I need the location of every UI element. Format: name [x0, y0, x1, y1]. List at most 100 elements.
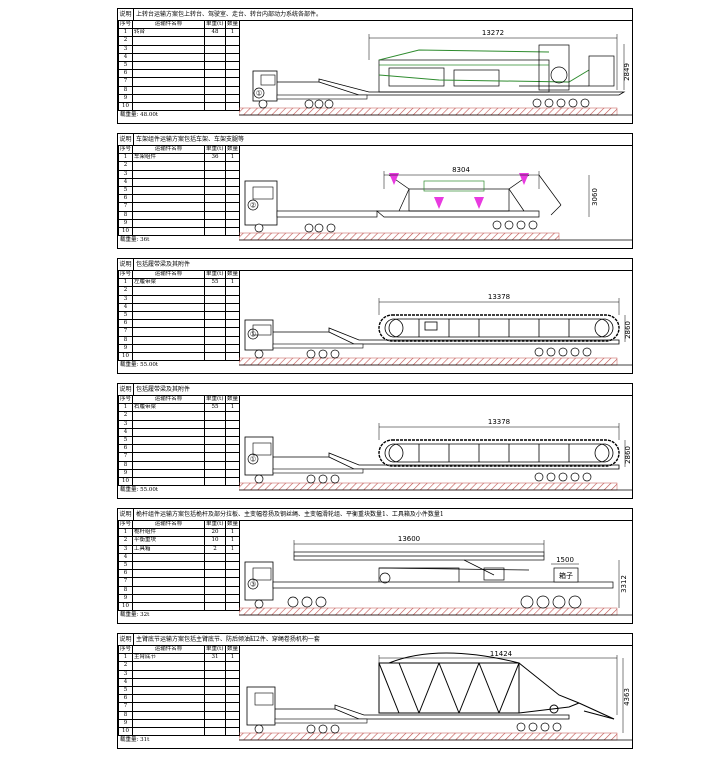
- wheels: [254, 347, 592, 359]
- toolbox-label: 箱子: [559, 571, 573, 580]
- dimension-lines: [368, 34, 625, 90]
- table-row: 5: [118, 60, 240, 71]
- table-row: 3: [118, 294, 240, 304]
- table-row: 5: [118, 310, 240, 321]
- table-row: 9: [118, 468, 240, 478]
- height-dimension: 3060: [591, 188, 599, 206]
- note-label: 说明: [118, 259, 134, 270]
- circle-number: ①: [250, 331, 256, 339]
- load-weight: 载重量: 31t: [120, 737, 150, 743]
- table-row: 8: [118, 85, 240, 95]
- table-row: 4: [118, 677, 240, 687]
- table-row: 7: [118, 327, 240, 337]
- note-label: 说明: [118, 509, 134, 520]
- table-row: 10: [118, 226, 240, 237]
- transport-drawing: 11424 4363: [239, 650, 632, 741]
- dimension-lines: [378, 655, 624, 733]
- table-row: 8: [118, 335, 240, 345]
- table-row: 10: [118, 476, 240, 487]
- toolbox: [553, 567, 579, 583]
- height-dimension: 2860: [624, 446, 632, 464]
- table-row: 3: [118, 669, 240, 679]
- panel-header: 说明 包括履带梁及其附件: [118, 259, 632, 271]
- table-row: 10: [118, 726, 240, 737]
- wheels: [254, 472, 592, 484]
- table-row: 7: [118, 577, 240, 587]
- transport-drawing: ① 13378 2860: [239, 293, 632, 366]
- table-row: 6: [118, 444, 240, 454]
- length-dimension: 11424: [490, 650, 513, 658]
- table-row: 4: [118, 302, 240, 312]
- table-row: 8: [118, 210, 240, 220]
- table-row: 3: [118, 419, 240, 429]
- ground-hatch: [239, 482, 618, 491]
- table-header-row: 序号运输件名称单重(t)数量: [118, 19, 240, 30]
- length-dimension: 13378: [488, 418, 510, 426]
- wheels: [254, 595, 582, 609]
- table-header-row: 序号运输件名称单重(t)数量: [118, 394, 240, 405]
- boom-base-load: [378, 652, 615, 720]
- ground-hatch: [239, 232, 560, 241]
- table-row: 3: [118, 44, 240, 54]
- mast-load: [293, 551, 545, 584]
- note-text: 桅杆组件运输方案包括桅杆及部分拉板、主变幅卷扬及钢丝绳、主变幅滑轮组、平衡重块数…: [136, 511, 444, 518]
- table-row: 7: [118, 202, 240, 212]
- table-header-row: 序号运输件名称单重(t)数量: [118, 519, 240, 530]
- table-row: 9: [118, 343, 240, 353]
- table-row: 7: [118, 702, 240, 712]
- ground-hatch: [239, 732, 618, 741]
- truck-cab: [246, 686, 276, 726]
- transport-drawing: ① 13272 2849: [239, 29, 632, 116]
- wheels: [258, 98, 590, 109]
- note-label: 说明: [118, 134, 134, 145]
- table-row: 6: [118, 319, 240, 329]
- panel-header: 说明 车架组件运输方案包括车架、车架支腿等: [118, 134, 632, 146]
- table-row: 9: [118, 593, 240, 603]
- note-text: 包括履带梁及其附件: [136, 261, 191, 268]
- table-row: 8: [118, 585, 240, 595]
- table-row: 7: [118, 452, 240, 462]
- height-dimension: 2849: [623, 63, 631, 81]
- panel-header: 说明 桅杆组件运输方案包括桅杆及部分拉板、主变幅卷扬及钢丝绳、主变幅滑轮组、平衡…: [118, 509, 632, 521]
- dimension-lines: [378, 423, 626, 467]
- panel-header: 说明 包括履带梁及其附件: [118, 384, 632, 396]
- note-label: 说明: [118, 634, 134, 645]
- table-row: 6: [118, 569, 240, 579]
- note-text: 主臂底节运输方案包括主臂底节、防后倾油缸2件、穿绳卷扬机构一套: [136, 636, 320, 643]
- table-row: 4: [118, 52, 240, 62]
- table-row: 4: [118, 552, 240, 562]
- table-header-row: 序号运输件名称单重(t)数量: [118, 144, 240, 155]
- table-row: 5: [118, 185, 240, 196]
- dimension-lines: [378, 298, 626, 342]
- height-dimension: 2860: [624, 321, 632, 339]
- transport-drawing: ① 13378 2860: [239, 418, 632, 491]
- table-row: 9: [118, 93, 240, 103]
- table-row: 6: [118, 69, 240, 79]
- table-row: 6: [118, 194, 240, 204]
- table-row: 6: [118, 694, 240, 704]
- trailer-deck: [272, 581, 614, 589]
- table-row: 7: [118, 77, 240, 87]
- circle-number: ①: [250, 456, 256, 464]
- turntable-load: [378, 44, 615, 93]
- transport-panel-5: 说明 桅杆组件运输方案包括桅杆及部分拉板、主变幅卷扬及钢丝绳、主变幅滑轮组、平衡…: [117, 508, 633, 624]
- table-header-row: 序号运输件名称单重(t)数量: [118, 644, 240, 655]
- length-dimension: 8304: [452, 166, 470, 174]
- table-row: 2: [118, 286, 240, 296]
- transport-panel-1: 说明 上转台运输方案包上转台、驾驶室、走台、转台内部动力系统各部件。 序号运输件…: [117, 8, 633, 124]
- frame-load: [388, 174, 562, 216]
- wheels: [254, 722, 562, 734]
- table-row: 10: [118, 351, 240, 362]
- table-row: 5: [118, 435, 240, 446]
- table-row: 10: [118, 601, 240, 612]
